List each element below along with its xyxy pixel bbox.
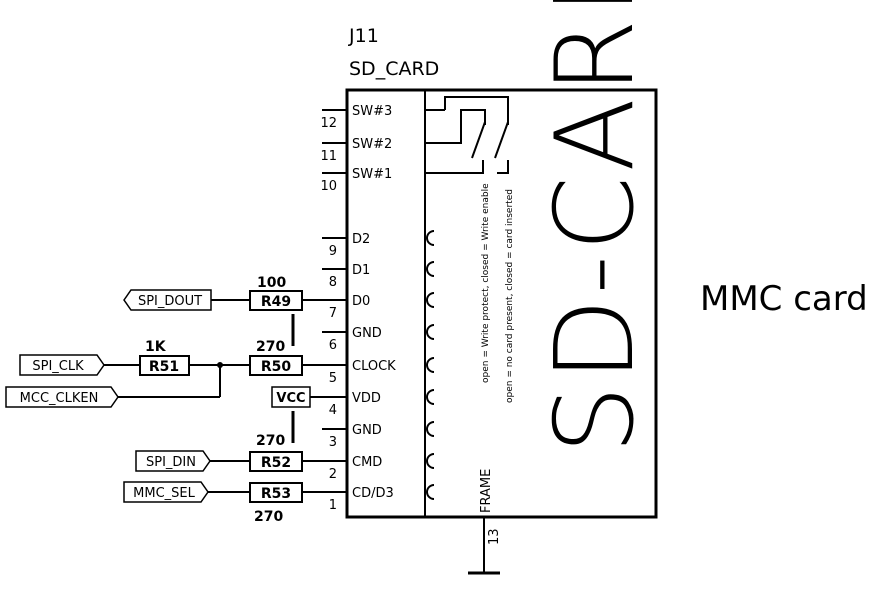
r50-value: 270 <box>256 339 285 355</box>
pin-name: SW#2 <box>352 137 392 152</box>
mmc-card-label: MMC card <box>700 279 868 319</box>
r52-ref: R52 <box>261 455 291 471</box>
card-body-label: SD-CARD <box>533 0 658 454</box>
resistor-r52: R52 270 <box>249 433 303 472</box>
pin-3: 3 GND <box>322 421 435 450</box>
contact-spring-icon <box>426 230 435 246</box>
svg-text:SPI_DIN: SPI_DIN <box>146 455 196 470</box>
pin-number: 4 <box>329 403 337 418</box>
contact-spring-icon <box>426 389 435 405</box>
pin-name: D1 <box>352 263 370 278</box>
pin-name: GND <box>352 326 382 341</box>
pin-number: 2 <box>329 467 337 482</box>
contact-spring-icon <box>426 357 435 373</box>
pin-name: D0 <box>352 294 370 309</box>
pin-1: 1 CD/D3 <box>322 484 435 513</box>
r51-ref: R51 <box>149 359 179 375</box>
pin-12: 12 SW#3 <box>320 104 392 131</box>
r53-value: 270 <box>254 509 283 525</box>
svg-text:SPI_CLK: SPI_CLK <box>32 359 84 374</box>
write-protect-note: open = Write protect, closed = Write ena… <box>481 183 491 383</box>
pin-2: 2 CMD <box>322 453 435 482</box>
pin-number: 1 <box>329 498 337 513</box>
resistor-r49: R49 100 <box>249 275 303 311</box>
net-label-mcc-clken: MCC_CLKEN <box>5 386 119 408</box>
wires <box>104 299 347 493</box>
svg-text:SPI_DOUT: SPI_DOUT <box>138 294 202 309</box>
svg-text:MCC_CLKEN: MCC_CLKEN <box>20 391 99 406</box>
resistor-r51: R51 1K <box>139 339 190 376</box>
frame-pin-name: FRAME <box>479 469 494 513</box>
card-switch-symbol <box>425 96 509 174</box>
pin-number: 11 <box>320 149 337 164</box>
r49-ref: R49 <box>261 294 291 310</box>
card-detect-note: open = no card present, closed = card in… <box>505 189 515 403</box>
pin-name: SW#3 <box>352 104 392 119</box>
contact-spring-icon <box>426 261 435 277</box>
pin-11: 11 SW#2 <box>320 137 392 164</box>
svg-text:VCC: VCC <box>276 391 305 406</box>
r51-value: 1K <box>145 339 167 355</box>
contact-spring-icon <box>426 292 435 308</box>
pin-8: 8 D1 <box>322 261 435 290</box>
net-label-spi-din: SPI_DIN <box>135 450 211 472</box>
frame-pin: FRAME 13 <box>468 469 502 575</box>
pin-6: 6 GND <box>322 324 435 353</box>
pin-name: CMD <box>352 455 382 470</box>
svg-text:MMC_SEL: MMC_SEL <box>133 486 195 501</box>
pin-number: 5 <box>329 371 337 386</box>
pin-5: 5 CLOCK <box>322 357 435 386</box>
pin-name: VDD <box>352 391 381 406</box>
component-ref: J11 <box>348 25 379 47</box>
pin-10: 10 SW#1 <box>320 167 392 194</box>
net-label-spi-dout: SPI_DOUT <box>123 289 212 311</box>
net-label-mmc-sel: MMC_SEL <box>123 481 209 503</box>
r50-ref: R50 <box>261 359 292 375</box>
net-label-spi-clk: SPI_CLK <box>19 354 105 376</box>
pin-number: 8 <box>329 275 337 290</box>
pin-number: 6 <box>329 338 337 353</box>
pin-name: GND <box>352 423 382 438</box>
junction-dot <box>217 362 223 368</box>
pin-name: CD/D3 <box>352 486 394 501</box>
pin-name: CLOCK <box>352 359 396 374</box>
connector-body <box>345 88 658 519</box>
frame-pin-number: 13 <box>487 528 502 545</box>
contact-spring-icon <box>426 421 435 437</box>
contact-spring-icon <box>426 324 435 340</box>
r53-ref: R53 <box>261 486 291 502</box>
resistor-r50: R50 270 <box>249 339 303 376</box>
pin-name: D2 <box>352 232 370 247</box>
contact-spring-icon <box>426 453 435 469</box>
r52-value: 270 <box>256 433 285 449</box>
pin-number: 3 <box>329 435 337 450</box>
resistor-r53: R53 270 <box>249 482 303 525</box>
component-part-name: SD_CARD <box>349 58 439 80</box>
pin-number: 9 <box>329 244 337 259</box>
pin-number: 10 <box>320 179 337 194</box>
pin-name: SW#1 <box>352 167 392 182</box>
net-label-vcc: VCC <box>271 386 311 408</box>
pin-4: 4 VDD <box>322 389 435 418</box>
pin-number: 12 <box>320 116 337 131</box>
r49-value: 100 <box>257 275 286 291</box>
pin-number: 7 <box>329 306 337 321</box>
pin-7: 7 D0 <box>322 292 435 321</box>
pin-9: 9 D2 <box>322 230 435 259</box>
pins: 12SW#311SW#210SW#19D28D17D06GND5CLOCK4VD… <box>320 104 435 513</box>
contact-spring-icon <box>426 484 435 500</box>
